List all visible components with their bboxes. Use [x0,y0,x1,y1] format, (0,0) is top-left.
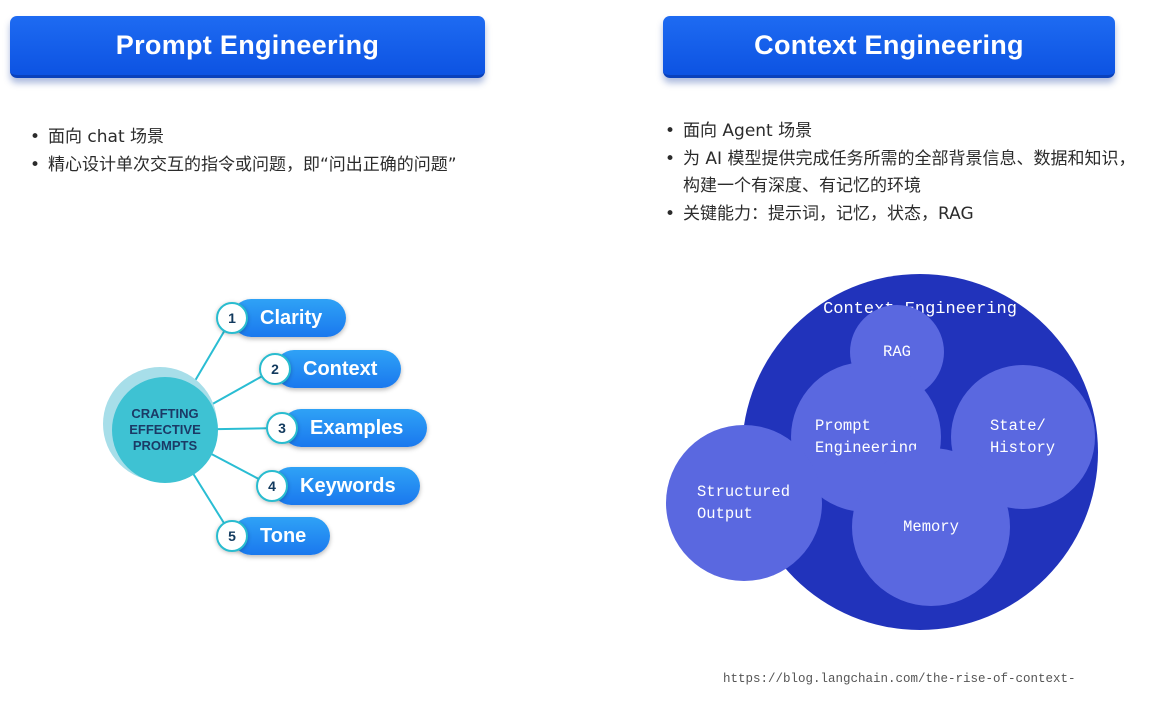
step-label-pill: Clarity [232,299,347,337]
prompt-step-context: 2 Context [259,349,402,389]
crafting-center-label: CRAFTING EFFECTIVE PROMPTS [129,405,201,454]
step-number-badge: 2 [259,353,291,385]
prompt-step-tone: 5 Tone [216,516,331,556]
bullet-item: 面向 Agent 场景 [663,118,1141,145]
circle-label: RAG [883,342,911,361]
bullet-item: 为 AI 模型提供完成任务所需的全部背景信息、数据和知识，构建一个有深度、有记忆… [663,146,1141,199]
circle-label: State/ History [990,416,1056,457]
step-number-badge: 4 [256,470,288,502]
bullet-item: 面向 chat 场景 [28,124,458,151]
step-label-pill: Keywords [272,467,420,505]
prompt-step-examples: 3 Examples [266,408,428,448]
circle-label: Structured Output [697,482,791,523]
source-url-line-1: https://blog.langchain.com/the-rise-of-c… [723,672,1076,687]
step-number-badge: 5 [216,520,248,552]
source-url-caption: https://blog.langchain.com/the-rise-of-c… [723,651,1076,707]
bullet-item: 精心设计单次交互的指令或问题，即“问出正确的问题” [28,152,458,179]
context-engineering-bullets: 面向 Agent 场景 为 AI 模型提供完成任务所需的全部背景信息、数据和知识… [663,118,1141,229]
prompt-engineering-header: Prompt Engineering [10,16,485,78]
circle-label: Prompt Engineering [815,416,918,457]
step-label-pill: Examples [282,409,428,447]
context-engineering-header: Context Engineering [663,16,1115,78]
prompt-engineering-bullets: 面向 chat 场景 精心设计单次交互的指令或问题，即“问出正确的问题” [28,124,458,181]
step-number-badge: 3 [266,412,298,444]
prompt-engineering-header-label: Prompt Engineering [115,30,380,60]
context-engineering-header-label: Context Engineering [754,30,1024,60]
crafting-center-circle: CRAFTING EFFECTIVE PROMPTS [112,377,218,483]
step-number-badge: 1 [216,302,248,334]
circle-structured-output: Structured Output [666,425,822,581]
step-label-pill: Tone [232,517,331,555]
step-label-pill: Context [275,350,402,388]
prompt-step-keywords: 4 Keywords [256,466,420,506]
bullet-item: 关键能力：提示词，记忆，状态，RAG [663,201,1141,228]
circle-label: Memory [903,517,959,536]
circle-memory: Memory [852,448,1010,606]
prompt-step-clarity: 1 Clarity [216,298,347,338]
crafting-prompts-diagram: CRAFTING EFFECTIVE PROMPTS 1 Clarity 2 C… [0,0,500,707]
